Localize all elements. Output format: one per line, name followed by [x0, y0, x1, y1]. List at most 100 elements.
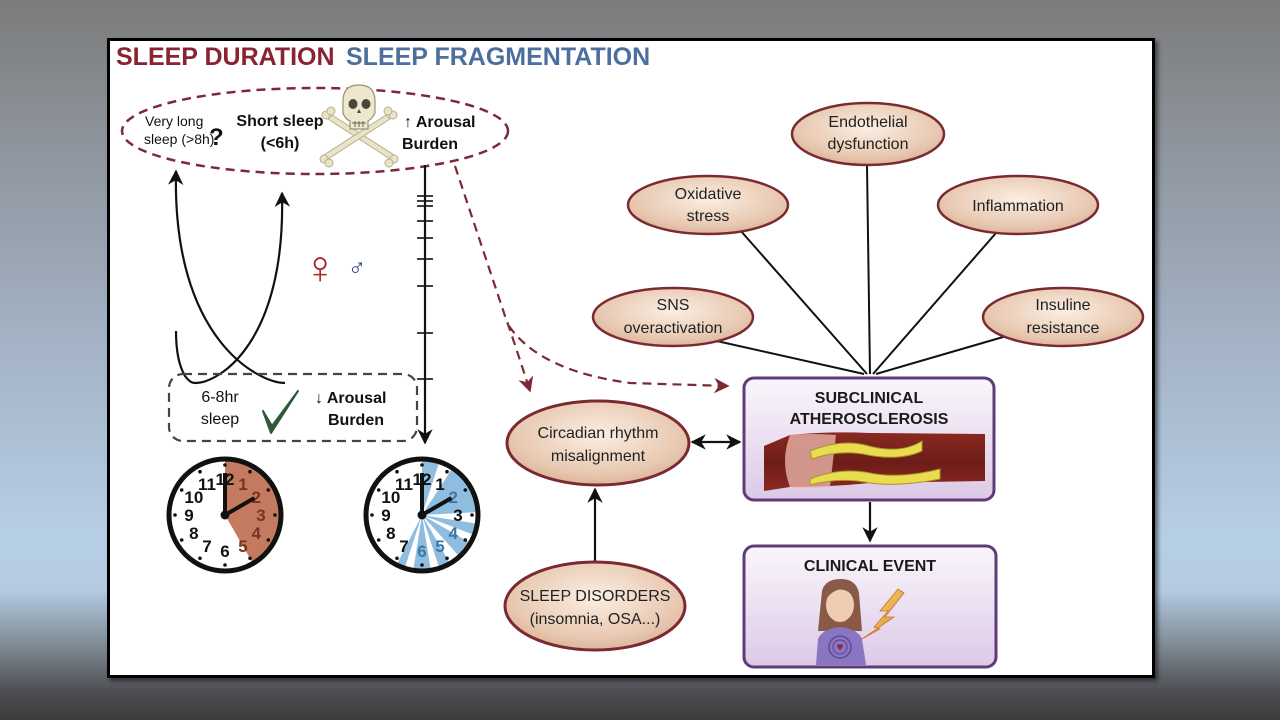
clock-tick [179, 488, 184, 492]
sleep-duration-clock: 121234567891011 [166, 456, 284, 574]
lightning-bolt-icon [861, 588, 905, 640]
clock-number: 7 [399, 537, 408, 556]
clock-number: 1 [435, 475, 444, 494]
clock-number: 8 [386, 524, 395, 543]
node-inflammation: Inflammation [936, 174, 1100, 236]
awake-fragment-wedge [396, 515, 422, 569]
arousal-down-label: ↓ Arousal [315, 390, 386, 407]
endothelial-label: Endothelial [828, 114, 907, 131]
arousal-ticks [417, 195, 433, 380]
male-symbol-icon: ♂ [348, 254, 366, 281]
inflammation-label: Inflammation [972, 198, 1064, 215]
diagram-frame: SLEEP DURATION SLEEP FRAGMENTATION Very … [107, 38, 1155, 678]
clock-number: 3 [453, 506, 462, 525]
short-sleep-label: Short sleep [236, 113, 323, 130]
clock-number: 3 [256, 506, 265, 525]
clock-tick [223, 563, 227, 567]
clock-number: 1 [238, 475, 247, 494]
oxidative-label: Oxidative [675, 186, 742, 203]
healthy-sleep-label: 6-8hr [201, 389, 239, 406]
clock-number: 8 [189, 524, 198, 543]
node-oxidative-stress: Oxidative stress [626, 174, 790, 236]
arousal-down-label-2: Burden [328, 412, 384, 429]
clock-tick [376, 488, 381, 492]
clock-number: 6 [417, 542, 426, 561]
diagram-canvas: SLEEP DURATION SLEEP FRAGMENTATION Very … [116, 43, 1145, 669]
clock-number: 2 [448, 488, 457, 507]
clock-tick [376, 538, 381, 542]
clock-tick [395, 469, 399, 474]
clock-tick [420, 463, 424, 467]
clock-number: 11 [198, 475, 216, 494]
clock-number: 4 [448, 524, 458, 543]
node-endothelial-dysfunction: Endothelial dysfunction [790, 101, 946, 167]
sleep-period-wedge [225, 459, 282, 564]
clock-tick [198, 556, 202, 561]
atherosclerosis-label: ATHEROSCLEROSIS [790, 411, 949, 428]
clock-number: 9 [184, 506, 193, 525]
endothelial-label-2: dysfunction [828, 136, 909, 153]
hour-hand [224, 496, 256, 517]
clinical-event-label: CLINICAL EVENT [804, 558, 936, 575]
clock-tick [248, 469, 252, 474]
node-insuline-resistance: Insuline resistance [981, 286, 1145, 348]
clock-tick [420, 563, 424, 567]
clock-center [220, 510, 230, 520]
risk-factors-ellipse [120, 86, 510, 176]
clock-number: 10 [381, 488, 400, 507]
node-circadian-misalignment: Circadian rhythm misalignment [505, 399, 691, 487]
sleep-fragmentation-clock: 121234567891011 [363, 456, 481, 574]
circadian-label: Circadian rhythm [538, 425, 659, 442]
clock-tick [463, 488, 468, 492]
awake-fragment-wedge [422, 459, 440, 515]
insuline-label-2: resistance [1027, 320, 1100, 337]
clock-number: 7 [202, 537, 211, 556]
clock-tick [395, 556, 399, 561]
skull-crossbones-icon [319, 84, 399, 168]
awake-fragment-wedge [413, 515, 431, 571]
clinical-event-box: CLINICAL EVENT [742, 544, 998, 669]
short-sleep-label-2: (<6h) [261, 135, 300, 152]
clock-tick [463, 538, 468, 542]
clock-tick [266, 488, 271, 492]
clock-number: 10 [184, 488, 203, 507]
clock-number: 11 [395, 475, 413, 494]
arousal-up-label: ↑ Arousal [404, 114, 475, 131]
sleep-disorders-label-2: (insomnia, OSA...) [530, 611, 661, 628]
healthy-sleep-box [167, 372, 419, 443]
very-long-sleep-label: Very long [145, 113, 203, 129]
clock-tick [370, 513, 374, 517]
clock-number: 6 [220, 542, 229, 561]
circadian-label-2: misalignment [551, 448, 646, 465]
awake-fragment-wedge [422, 515, 478, 536]
clock-tick [266, 538, 271, 542]
clock-tick [445, 556, 449, 561]
clock-tick [198, 469, 202, 474]
dashed-arrow-to-atherosclerosis [508, 325, 730, 394]
oxidative-label-2: stress [687, 208, 730, 225]
sns-label: SNS [657, 297, 690, 314]
checkmark-icon [262, 390, 299, 434]
insuline-label: Insuline [1035, 297, 1090, 314]
hour-hand [420, 496, 453, 517]
arousal-up-label-2: Burden [402, 136, 458, 153]
clock-center [417, 510, 427, 520]
clock-number: 9 [381, 506, 390, 525]
subclinical-label: SUBCLINICAL [815, 390, 924, 407]
clock-rim [363, 456, 481, 574]
clock-tick [273, 513, 277, 517]
long-sleep-curve-arrow [167, 169, 286, 385]
healthy-sleep-label-2: sleep [201, 411, 239, 428]
clock-rim [166, 456, 284, 574]
clock-tick [470, 513, 474, 517]
clock-tick [445, 469, 449, 474]
dashed-arrow-to-circadian [453, 165, 534, 393]
clock-number: 4 [251, 524, 261, 543]
short-sleep-curve-arrow [194, 191, 291, 385]
subclinical-atherosclerosis-box: SUBCLINICAL ATHEROSCLEROSIS [742, 376, 996, 502]
node-sleep-disorders: SLEEP DISORDERS (insomnia, OSA...) [503, 560, 687, 652]
sleep-fragmentation-header: SLEEP FRAGMENTATION [346, 43, 650, 71]
awake-fragment-wedge [422, 515, 450, 569]
clock-tick [179, 538, 184, 542]
clock-tick [248, 556, 252, 561]
